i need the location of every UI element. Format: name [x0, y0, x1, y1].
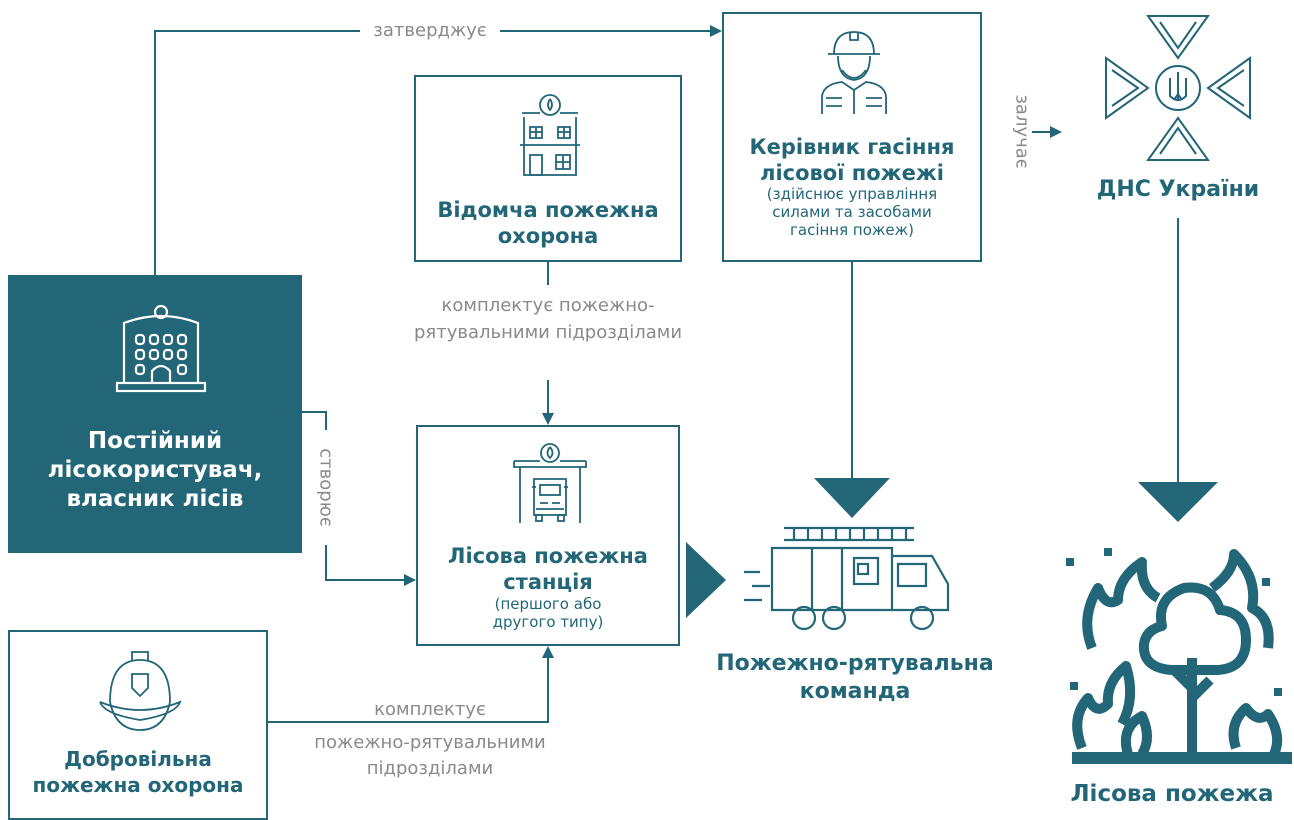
node-fire-title: Лісова пожежа — [1070, 781, 1274, 807]
node-volunteer: Добровільна пожежна охорона — [8, 630, 268, 820]
edge-label-creates: створює — [315, 448, 337, 527]
arrowhead-engages — [1050, 126, 1062, 138]
arrowhead-staffs-top — [542, 413, 554, 425]
fire-truck-icon — [744, 526, 950, 631]
big-arrow-leader-team — [814, 478, 890, 518]
arrowhead-staffs-bottom — [542, 646, 554, 658]
edge-label-staffs-bottom-2: пожежно-рятувальними підрозділами — [314, 732, 546, 779]
node-owner: Постійний лісокористувач, власник лісів — [8, 275, 302, 553]
office-building-icon — [115, 304, 207, 393]
fire-station-garage-icon — [513, 443, 587, 523]
firefighter-icon — [821, 31, 887, 114]
arrowhead-approves — [710, 25, 722, 37]
big-arrow-station-team — [686, 542, 726, 618]
burning-forest-icon — [1066, 548, 1292, 764]
node-departmental: Відомча пожежна охорона — [414, 75, 682, 262]
node-dsns-title: ДНС України — [1096, 177, 1260, 202]
node-owner-title: Постійний лісокористувач, власник лісів — [47, 428, 263, 512]
edge-label-staffs-top: комплектує пожежно-рятувальними підрозді… — [413, 295, 683, 343]
dsns-cross-emblem-icon — [1105, 15, 1251, 161]
node-departmental-title: Відомча пожежна охорона — [437, 198, 659, 248]
edge-label-engages: залучає — [1011, 94, 1033, 169]
node-leader-subtitle: (здійснює управління силами та засобами … — [766, 185, 938, 239]
edge-label-staffs-bottom-1: комплектує — [374, 699, 486, 720]
edge-staffs-bottom — [268, 656, 549, 723]
node-volunteer-title: Добровільна пожежна охорона — [32, 747, 244, 797]
edge-label-approves: затверджує — [373, 20, 487, 41]
fire-helmet-icon — [99, 651, 182, 731]
edge-approves — [154, 30, 712, 275]
node-leader-title: Керівник гасіння лісової пожежі — [749, 135, 955, 185]
node-station: Лісова пожежна станція (першого або друг… — [416, 425, 680, 646]
node-station-title: Лісова пожежна станція — [448, 544, 648, 594]
node-team-title: Пожежно-рятувальна команда — [716, 651, 994, 704]
fire-station-building-icon — [520, 94, 580, 176]
node-station-subtitle: (першого або другого типу) — [492, 595, 604, 631]
edge-creates — [302, 411, 406, 581]
arrowhead-creates — [404, 574, 416, 586]
big-arrow-dsns-fire — [1138, 482, 1218, 522]
node-leader: Керівник гасіння лісової пожежі (здійсню… — [722, 12, 982, 262]
